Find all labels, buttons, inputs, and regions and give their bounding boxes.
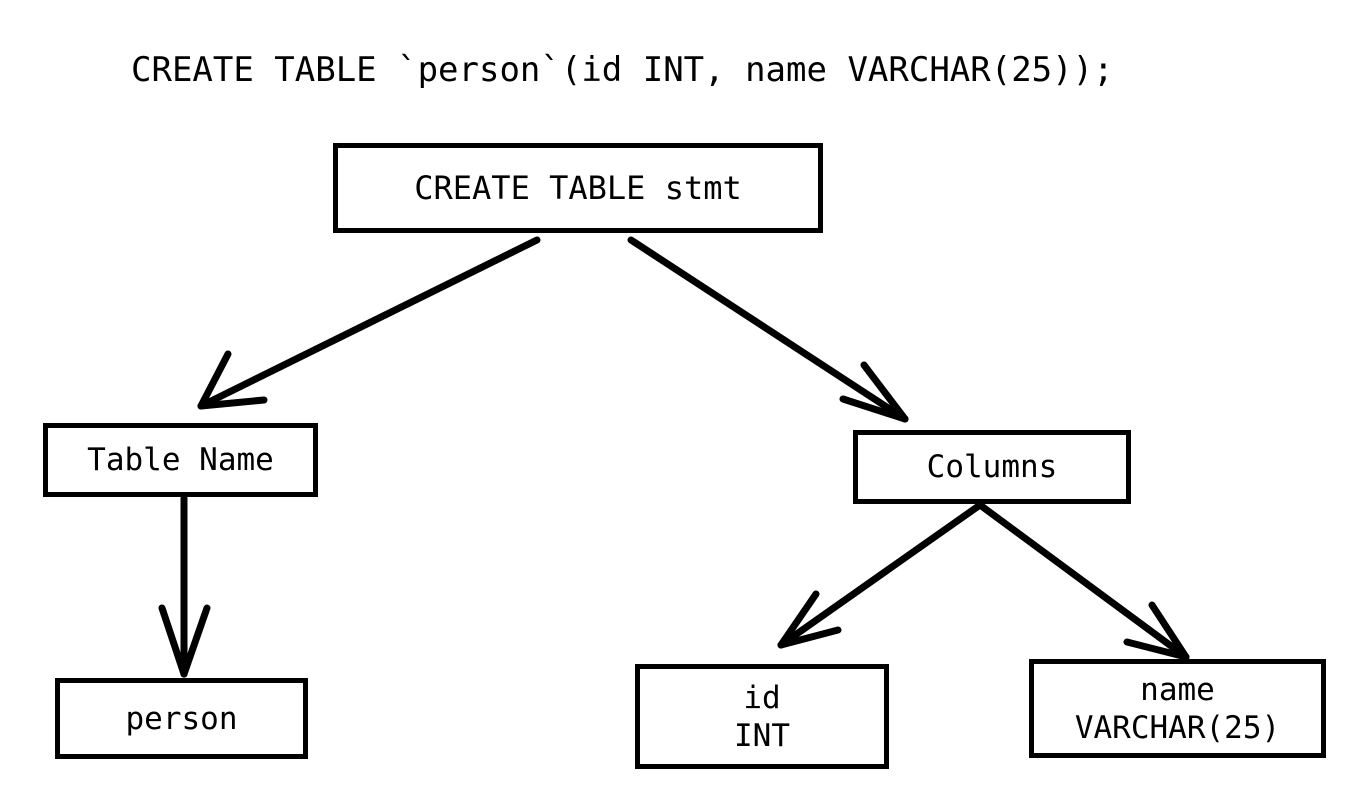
node-column-id[interactable]: id INT: [635, 664, 889, 769]
node-create-table-stmt[interactable]: CREATE TABLE stmt: [333, 143, 823, 233]
sql-statement-caption: CREATE TABLE `person`(id INT, name VARCH…: [131, 50, 1114, 90]
edge-columns-to-name: [976, 501, 1190, 661]
node-label-line1: Table Name: [87, 442, 274, 478]
edge-root-to-columns: [627, 236, 909, 423]
node-column-name[interactable]: name VARCHAR(25): [1029, 659, 1326, 758]
node-label-line2: INT: [734, 717, 790, 754]
node-table-name[interactable]: Table Name: [43, 423, 318, 497]
edge-columns-to-id: [777, 501, 984, 649]
node-person[interactable]: person: [55, 678, 308, 759]
node-label-line1: id: [743, 679, 781, 716]
node-label-line1: Columns: [926, 449, 1058, 485]
node-label-line2: VARCHAR(25): [1074, 709, 1281, 746]
node-label-line1: CREATE TABLE stmt: [414, 169, 742, 207]
node-label-line1: person: [125, 700, 238, 737]
node-label-line1: name: [1140, 671, 1215, 708]
edge-root-to-table-name: [197, 236, 541, 410]
node-columns[interactable]: Columns: [853, 430, 1131, 504]
edge-table-name-to-person: [158, 494, 211, 678]
